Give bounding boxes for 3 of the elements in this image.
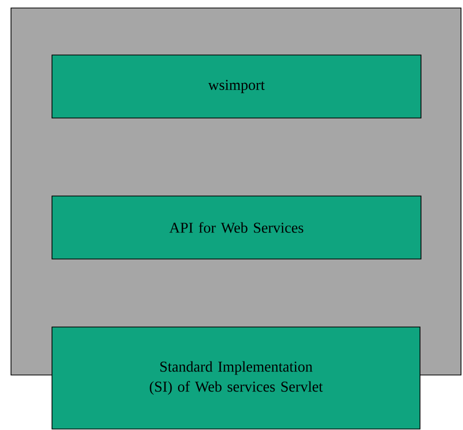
process-box: API for Web Services (52, 196, 422, 260)
process-box: Standard Implementation (SI) of Web services Servlet (52, 326, 420, 430)
process-box: wsimport (52, 54, 422, 118)
